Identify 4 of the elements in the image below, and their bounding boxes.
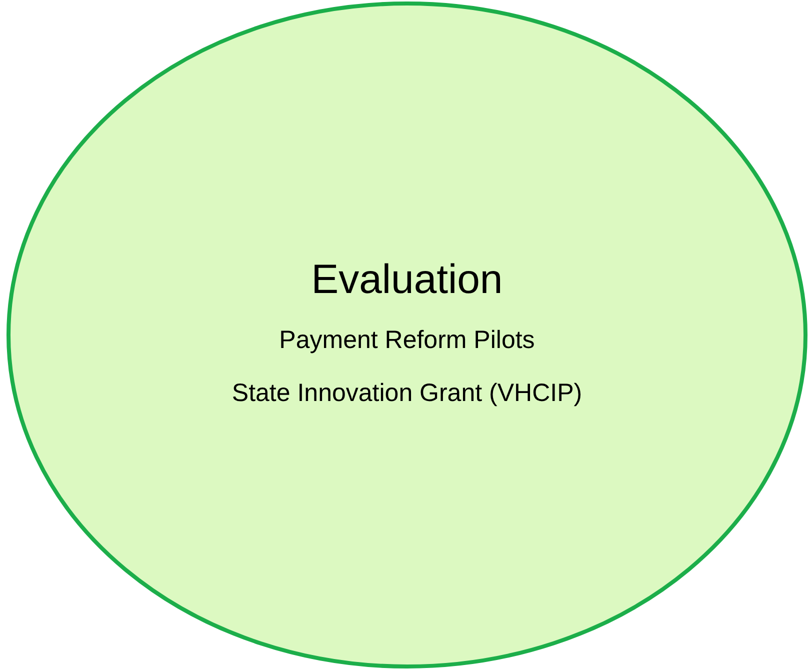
- ellipse-node: [6, 1, 808, 669]
- node-text: State Innovation Grant (VHCIP): [232, 378, 582, 408]
- node-title: Evaluation: [311, 256, 503, 303]
- node-text: Payment Reform Pilots: [279, 325, 535, 355]
